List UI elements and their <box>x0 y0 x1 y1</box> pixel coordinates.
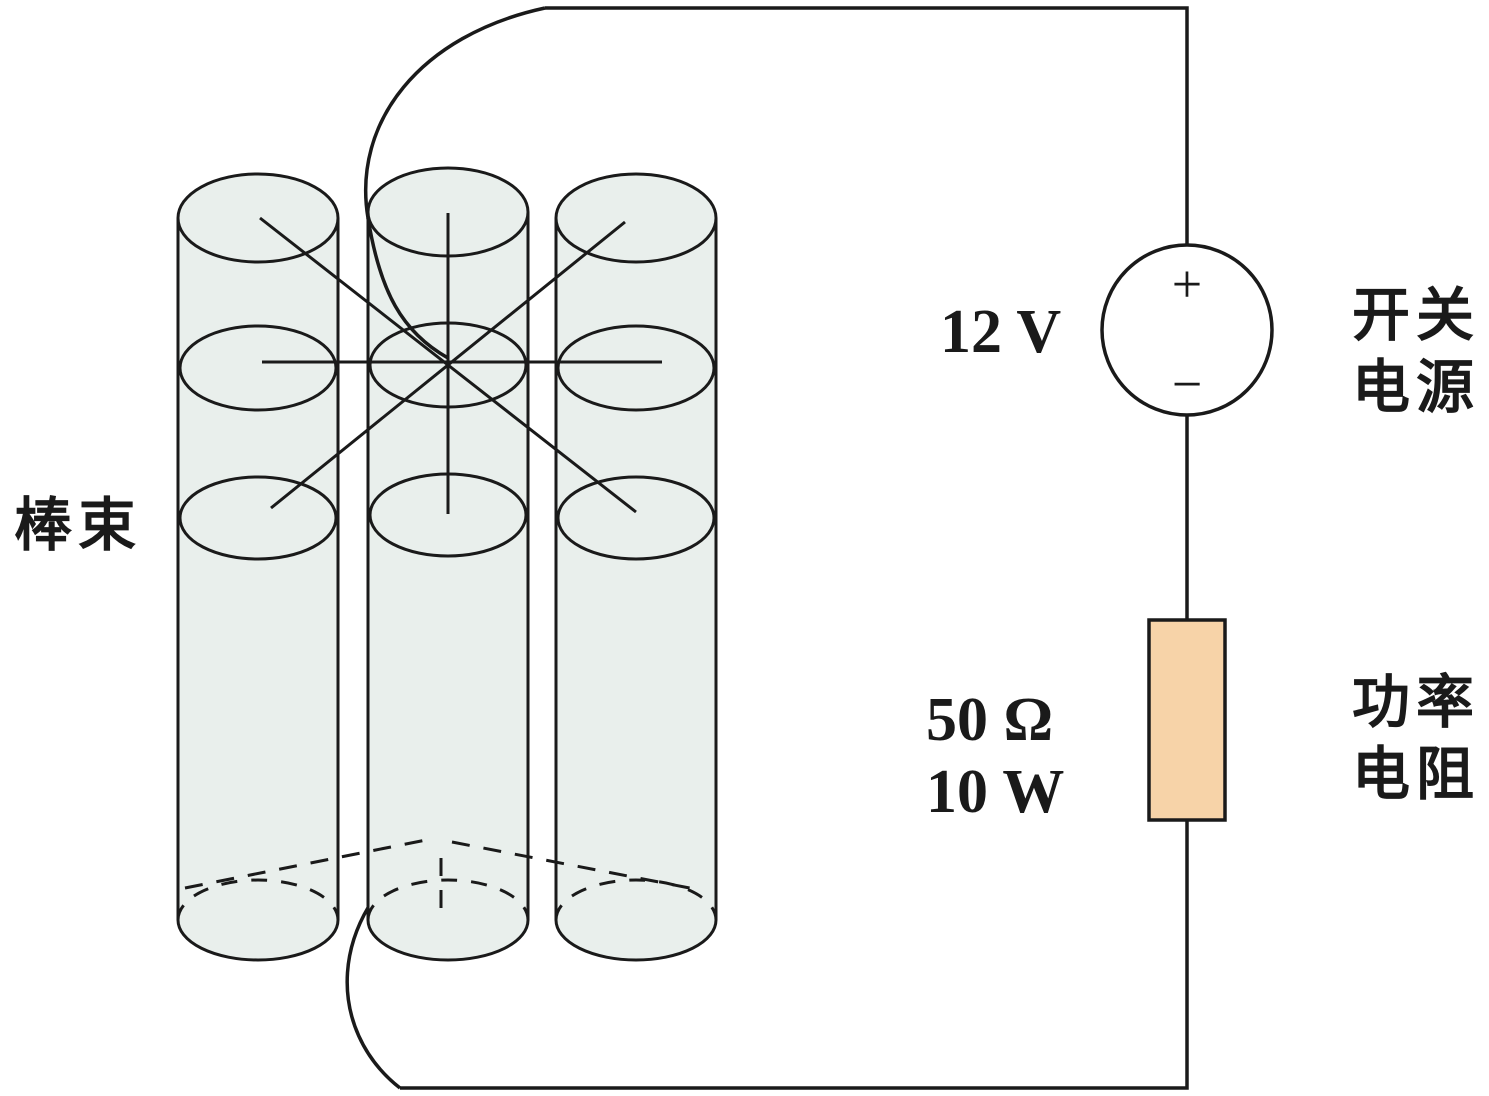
plus-sign: + <box>1172 254 1202 314</box>
resistance-value-label: 50 Ω <box>926 686 1053 754</box>
voltage-label: 12 V <box>940 298 1061 366</box>
hidden-edge <box>366 878 530 921</box>
supply-label-line2: 电源 <box>1352 355 1480 420</box>
rod-end-ellipse <box>178 475 338 561</box>
rod-end-ellipse <box>556 324 716 412</box>
lead-curve-top-overlay <box>366 217 449 360</box>
rod-end-ellipse <box>176 172 340 264</box>
rod-bundle <box>176 166 718 962</box>
resistor-label-line1: 功率 <box>1352 670 1480 735</box>
rod-end-ellipse <box>556 475 716 561</box>
power-supply-circle <box>1100 243 1274 417</box>
hidden-guide-right <box>451 840 701 892</box>
hidden-edge <box>554 878 718 921</box>
resistor <box>1147 618 1227 822</box>
bundle-cross-lines <box>259 213 662 514</box>
rod-end-ellipse <box>554 172 718 264</box>
power-value-label: 10 W <box>926 758 1064 826</box>
rod-end-ellipse <box>178 324 338 412</box>
cross-line-diagonal-2 <box>270 220 626 510</box>
rod-bottom-back-edges <box>176 878 718 921</box>
rod-bundle-label: 棒束 <box>14 493 142 558</box>
supply-label-line1: 开关 <box>1352 283 1480 348</box>
wire-top <box>545 6 1189 245</box>
resistor-label-line2: 电阻 <box>1352 742 1480 807</box>
hidden-guide-left <box>184 838 427 890</box>
hidden-guide-lines <box>184 838 701 908</box>
wire-bottom <box>400 820 1189 1090</box>
minus-sign: − <box>1172 354 1202 414</box>
hidden-edge <box>176 878 340 921</box>
